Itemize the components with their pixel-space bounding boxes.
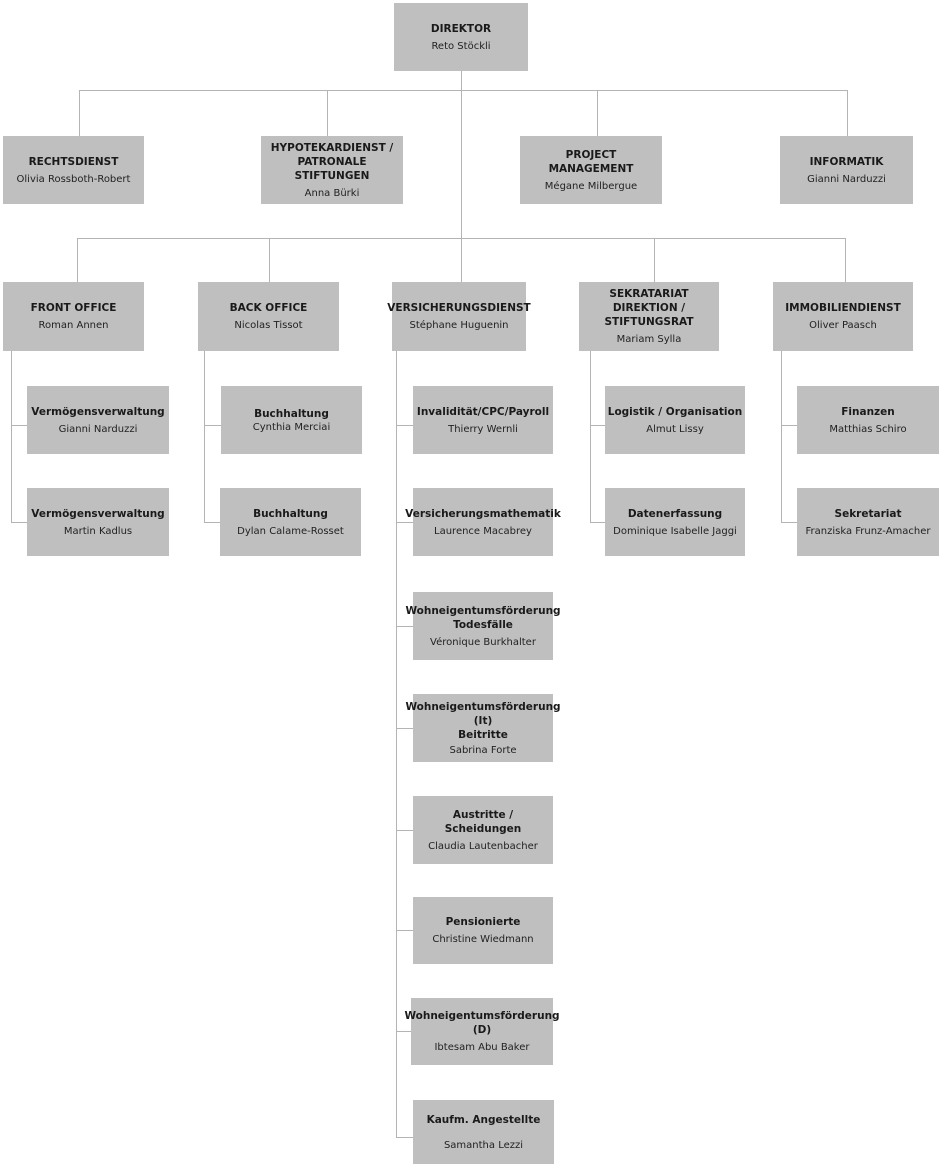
unit-person: Thierry Wernli	[448, 423, 518, 435]
unit-person: Roman Annen	[38, 320, 109, 331]
unit-project-management: PROJECT MANAGEMENT Mégane Milbergue	[520, 136, 662, 204]
unit-title: Wohneigentumsförderung Todesfälle	[405, 604, 561, 631]
unit-person: Samantha Lezzi	[443, 1139, 524, 1151]
unit-person: Stéphane Huguenin	[409, 320, 509, 331]
unit-person: Gianni Narduzzi	[807, 173, 886, 185]
unit-title: SEKRATARIAT DIREKTION / STIFTUNGSRAT	[604, 288, 694, 328]
unit-versicherungsdienst: VERSICHERUNGSDIENST Stéphane Huguenin	[387, 282, 531, 351]
unit-title: Pensionierte	[445, 916, 521, 928]
unit-person: Oliver Paasch	[809, 320, 877, 331]
unit-vd-wef-todesfaelle: Wohneigentumsförderung Todesfälle Véroni…	[405, 592, 561, 660]
unit-title: Wohneigentumsförderung (D)	[404, 1010, 560, 1036]
unit-vd-mathematik: Versicherungsmathematik Laurence Macabre…	[405, 488, 561, 556]
unit-person: Anna Bürki	[304, 187, 360, 199]
unit-person: Mégane Milbergue	[544, 180, 638, 192]
unit-title: Sekretariat	[834, 507, 902, 520]
unit-title: Versicherungsmathematik	[405, 507, 561, 520]
unit-bo-buchhaltung-2: Buchhaltung Dylan Calame-Rosset	[220, 488, 361, 556]
unit-title: DIREKTOR	[430, 22, 492, 35]
unit-person: Véronique Burkhalter	[430, 636, 536, 648]
unit-vd-invaliditaet: Invalidität/CPC/Payroll Thierry Wernli	[413, 386, 553, 454]
unit-sek-logistik: Logistik / Organisation Almut Lissy	[605, 386, 745, 454]
unit-title: Finanzen	[841, 405, 895, 418]
unit-fo-vermoegen-1: Vermögensverwaltung Gianni Narduzzi	[27, 386, 169, 454]
unit-vd-kaufm: Kaufm. Angestellte Samantha Lezzi	[413, 1100, 554, 1164]
unit-title: Datenerfassung	[627, 507, 723, 520]
unit-title: Buchhaltung	[254, 407, 329, 420]
unit-person: Sabrina Forte	[449, 744, 517, 756]
unit-title: INFORMATIK	[809, 155, 884, 168]
unit-sekretariat-direktion: SEKRATARIAT DIREKTION / STIFTUNGSRAT Mar…	[579, 282, 719, 351]
unit-vd-austritte: Austritte / Scheidungen Claudia Lautenba…	[413, 796, 553, 864]
unit-imm-finanzen: Finanzen Matthias Schiro	[797, 386, 939, 454]
unit-person: Olivia Rossboth-Robert	[16, 173, 131, 185]
unit-title: VERSICHERUNGSDIENST	[387, 302, 531, 314]
unit-imm-sekretariat: Sekretariat Franziska Frunz-Amacher	[797, 488, 939, 556]
unit-title: Vermögensverwaltung	[31, 405, 165, 418]
unit-title: Vermögensverwaltung	[31, 507, 165, 520]
unit-person: Gianni Narduzzi	[58, 423, 138, 435]
unit-vd-pensionierte: Pensionierte Christine Wiedmann	[413, 897, 553, 964]
unit-vd-wef-it-beitritte: Wohneigentumsförderung (It) Beitritte Sa…	[405, 694, 561, 762]
unit-sek-datenerfassung: Datenerfassung Dominique Isabelle Jaggi	[605, 488, 745, 556]
unit-front-office: FRONT OFFICE Roman Annen	[3, 282, 144, 351]
unit-title: Buchhaltung	[253, 507, 328, 520]
unit-back-office: BACK OFFICE Nicolas Tissot	[198, 282, 339, 351]
unit-person: Nicolas Tissot	[234, 320, 303, 331]
unit-direktor: DIREKTOR Reto Stöckli	[394, 3, 528, 71]
unit-person: Dylan Calame-Rosset	[237, 525, 344, 537]
unit-title: Austritte / Scheidungen	[444, 808, 522, 835]
unit-vd-wef-d: Wohneigentumsförderung (D) Ibtesam Abu B…	[404, 998, 560, 1065]
unit-person: Matthias Schiro	[829, 423, 907, 435]
unit-person: Martin Kadlus	[63, 525, 133, 537]
unit-bo-buchhaltung-1: Buchhaltung Cynthia Merciai	[221, 386, 362, 454]
unit-immobiliendienst: IMMOBILIENDIENST Oliver Paasch	[773, 282, 913, 351]
unit-person: Reto Stöckli	[431, 40, 491, 52]
unit-person: Laurence Macabrey	[434, 525, 532, 537]
unit-person: Franziska Frunz-Amacher	[805, 525, 931, 537]
unit-title: HYPOTEKARDIENST / PATRONALE STIFTUNGEN	[270, 141, 394, 182]
unit-title: BACK OFFICE	[229, 302, 308, 314]
unit-title: Invalidität/CPC/Payroll	[416, 405, 550, 418]
unit-title: IMMOBILIENDIENST	[785, 302, 901, 314]
unit-title: FRONT OFFICE	[30, 302, 117, 314]
unit-person: Ibtesam Abu Baker	[434, 1042, 530, 1053]
unit-title: PROJECT MANAGEMENT	[548, 148, 634, 175]
unit-fo-vermoegen-2: Vermögensverwaltung Martin Kadlus	[27, 488, 169, 556]
unit-person: Almut Lissy	[646, 423, 704, 435]
unit-person: Cynthia Merciai	[252, 421, 331, 433]
unit-title: Logistik / Organisation	[607, 405, 743, 418]
unit-informatik: INFORMATIK Gianni Narduzzi	[780, 136, 913, 204]
unit-title: Wohneigentumsförderung (It) Beitritte	[405, 700, 561, 741]
unit-person: Dominique Isabelle Jaggi	[613, 525, 737, 537]
unit-person: Mariam Sylla	[616, 334, 682, 345]
unit-hypotekardienst: HYPOTEKARDIENST / PATRONALE STIFTUNGEN A…	[261, 136, 403, 204]
unit-title: RECHTSDIENST	[28, 155, 119, 168]
unit-rechtsdienst: RECHTSDIENST Olivia Rossboth-Robert	[3, 136, 144, 204]
unit-person: Christine Wiedmann	[432, 934, 534, 945]
unit-person: Claudia Lautenbacher	[428, 840, 538, 852]
unit-title: Kaufm. Angestellte	[426, 1113, 541, 1126]
